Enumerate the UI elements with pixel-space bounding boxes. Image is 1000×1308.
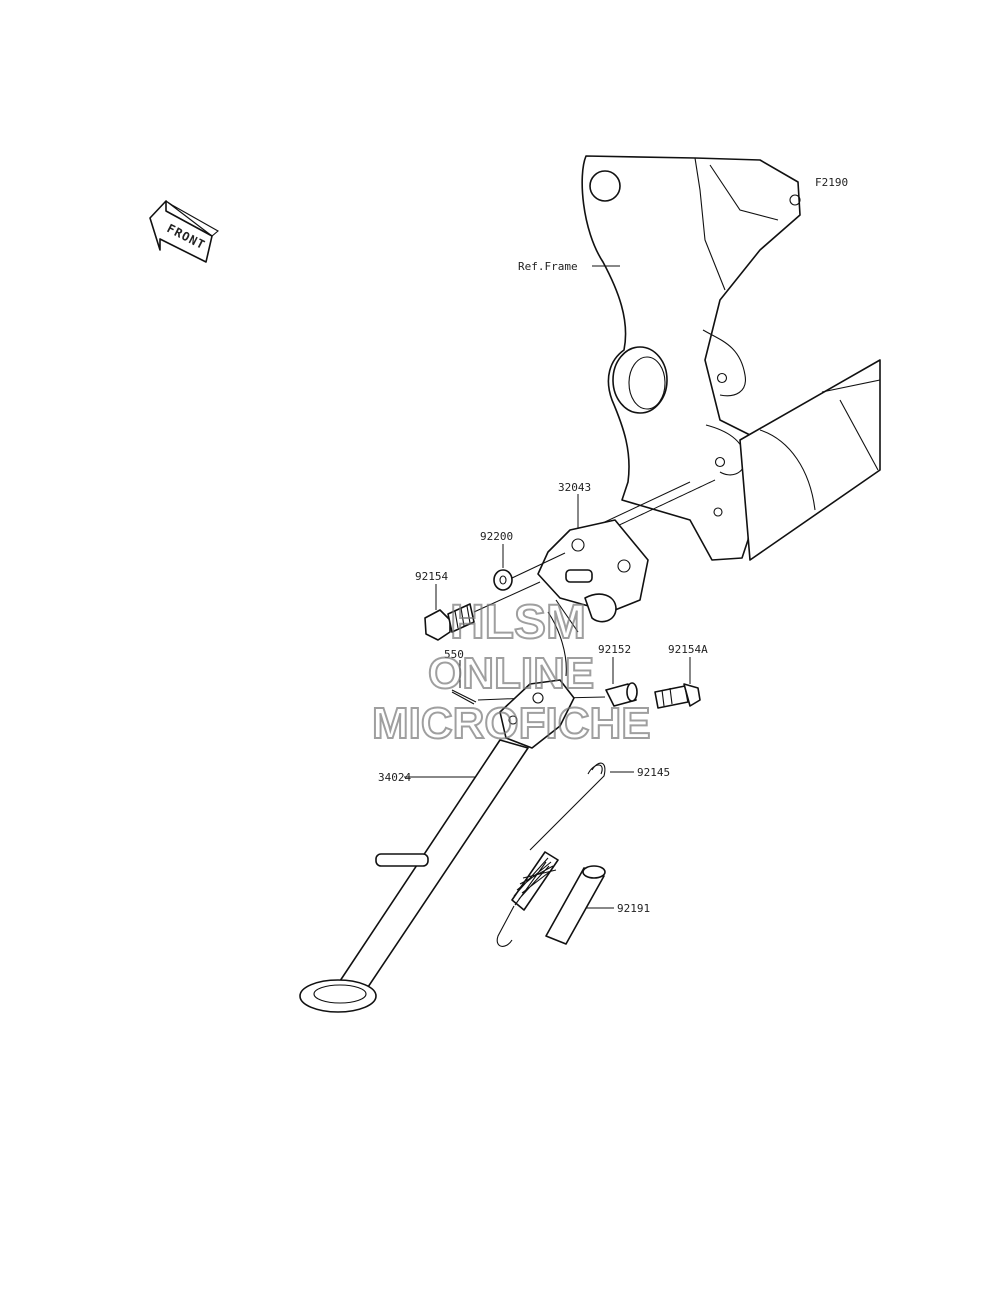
part-32043-bracket[interactable]: 32043 bbox=[537, 481, 649, 623]
watermark-line-2: ONLINE bbox=[428, 649, 594, 698]
part-34024-label[interactable]: 34024 bbox=[378, 771, 411, 784]
watermark-line-1: HLSM bbox=[450, 596, 586, 649]
part-92154A-label[interactable]: 92154A bbox=[668, 643, 708, 656]
part-92145-spring[interactable]: 92145 bbox=[496, 762, 670, 947]
part-92191-tube[interactable]: 92191 bbox=[545, 865, 650, 945]
part-550-label[interactable]: 550 bbox=[444, 648, 464, 661]
part-92152-label[interactable]: 92152 bbox=[598, 643, 631, 656]
figure-code: F2190 bbox=[815, 176, 848, 189]
watermark: HLSM ONLINE MICROFICHE bbox=[371, 595, 652, 749]
ref-frame-label: Ref.Frame bbox=[518, 260, 578, 273]
part-32043-label[interactable]: 32043 bbox=[558, 481, 591, 494]
part-92154-label[interactable]: 92154 bbox=[415, 570, 448, 583]
part-92152-collar[interactable]: 92152 bbox=[559, 643, 638, 707]
part-92145-label[interactable]: 92145 bbox=[637, 766, 670, 779]
part-92191-label[interactable]: 92191 bbox=[617, 902, 650, 915]
front-direction-badge: FRONT bbox=[149, 200, 219, 263]
part-92154-bolt[interactable]: 92154 bbox=[415, 570, 541, 641]
part-92200-label[interactable]: 92200 bbox=[480, 530, 513, 543]
part-92200-washer[interactable]: 92200 bbox=[480, 530, 566, 591]
watermark-line-3: MICROFICHE bbox=[372, 699, 651, 748]
part-92154A-bolt[interactable]: 92154A bbox=[654, 643, 708, 709]
frame-reference: Ref.Frame bbox=[518, 155, 881, 561]
front-arrow-icon bbox=[149, 200, 213, 263]
part-34024-side-stand[interactable]: 34024 bbox=[299, 599, 579, 1013]
